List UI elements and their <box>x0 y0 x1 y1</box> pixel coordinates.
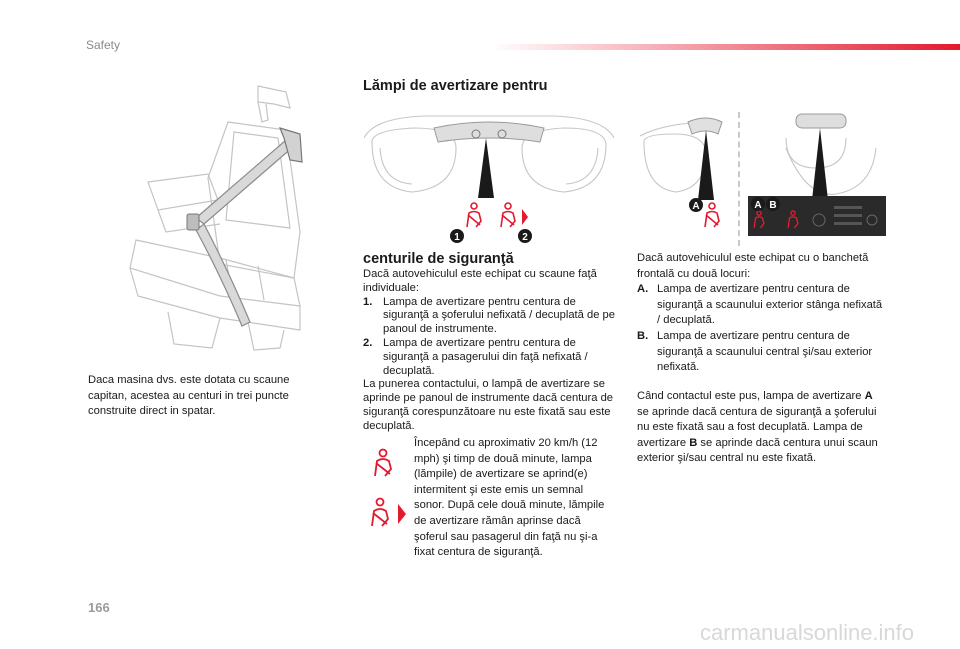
right-column: Dacă autovehiculul este echipat cu o ban… <box>637 251 887 376</box>
page-number: 166 <box>88 600 110 615</box>
seatbelt-warning-flashing-icon <box>371 497 406 527</box>
callout-badge-2: 2 <box>518 229 532 243</box>
speed-paragraph: Începând cu aproximativ 20 km/h (12 mph)… <box>414 437 605 559</box>
seatbelt-warning-b-icons <box>753 206 878 229</box>
list-number: 2. <box>363 336 373 349</box>
dashboard-illustration-bench-seat: A A B <box>639 113 886 236</box>
section-label: Safety <box>86 38 121 52</box>
seat-illustration <box>129 85 303 351</box>
list-number: A. <box>637 283 649 296</box>
seat-caption: Daca masina dvs. este dotata cu scaune c… <box>88 374 290 418</box>
contact-text: se aprinde dacă centura de siguranţă a ş… <box>637 405 877 449</box>
section-subtitle: centurile de siguranţă <box>363 251 514 267</box>
contact-paragraph: La punerea contactului, o lampă de avert… <box>363 378 614 432</box>
list-item-1: 1. Lampa de avertizare pentru centura de… <box>363 296 618 337</box>
seatbelt-warning-inline-icon <box>374 448 392 477</box>
seatbelt-warning-2-icon <box>500 202 528 228</box>
callout-badge-b: B <box>766 197 780 211</box>
callout-badge-1: 1 <box>450 229 464 243</box>
list-text: Lampa de avertizare pentru centura de si… <box>657 329 873 374</box>
callout-badge-a: A <box>689 198 703 212</box>
illustration-divider <box>738 112 740 246</box>
left-column: Dacă autovehiculul este echipat cu scaun… <box>363 268 618 434</box>
page-title: Lămpi de avertizare pentru <box>363 78 548 94</box>
svg-text:A: A <box>692 201 699 212</box>
list-item-2: 2. Lampa de avertizare pentru centura de… <box>363 337 618 378</box>
contact-text: Când contactul este pus, lampa de averti… <box>637 390 865 402</box>
contact-text: se aprinde dacă centura unui scaun exter… <box>637 436 878 465</box>
list-text: Lampa de avertizare pentru centura de si… <box>657 283 883 327</box>
seatbelt-warning-a-icon <box>704 202 720 228</box>
left-intro: Dacă autovehiculul este echipat cu scaun… <box>363 268 597 294</box>
header-accent-bar <box>490 44 960 50</box>
svg-text:B: B <box>769 200 776 211</box>
list-text: Lampa de avertizare pentru centura de si… <box>383 336 588 377</box>
list-number: 1. <box>363 295 373 308</box>
list-item-b: B. Lampa de avertizare pentru centura de… <box>637 329 887 376</box>
seatbelt-warning-1-icon <box>466 202 482 228</box>
svg-text:A: A <box>754 200 761 211</box>
list-number: B. <box>637 329 649 342</box>
dashboard-illustration-individual-seats: 1 2 <box>364 115 614 243</box>
right-intro: Dacă autovehiculul este echipat cu o ban… <box>637 252 869 280</box>
lamp-label-b: B <box>689 436 698 449</box>
svg-text:1: 1 <box>454 232 460 243</box>
right-contact-paragraph: Când contactul este pus, lampa de averti… <box>637 389 887 467</box>
list-text: Lampa de avertizare pentru centura de si… <box>383 295 615 336</box>
watermark: carmanualsonline.info <box>700 620 915 645</box>
svg-text:2: 2 <box>522 232 528 243</box>
callout-badge-a-panel: A <box>751 197 765 211</box>
list-item-a: A. Lampa de avertizare pentru centura de… <box>637 282 887 329</box>
lamp-label-a: A <box>864 390 873 402</box>
